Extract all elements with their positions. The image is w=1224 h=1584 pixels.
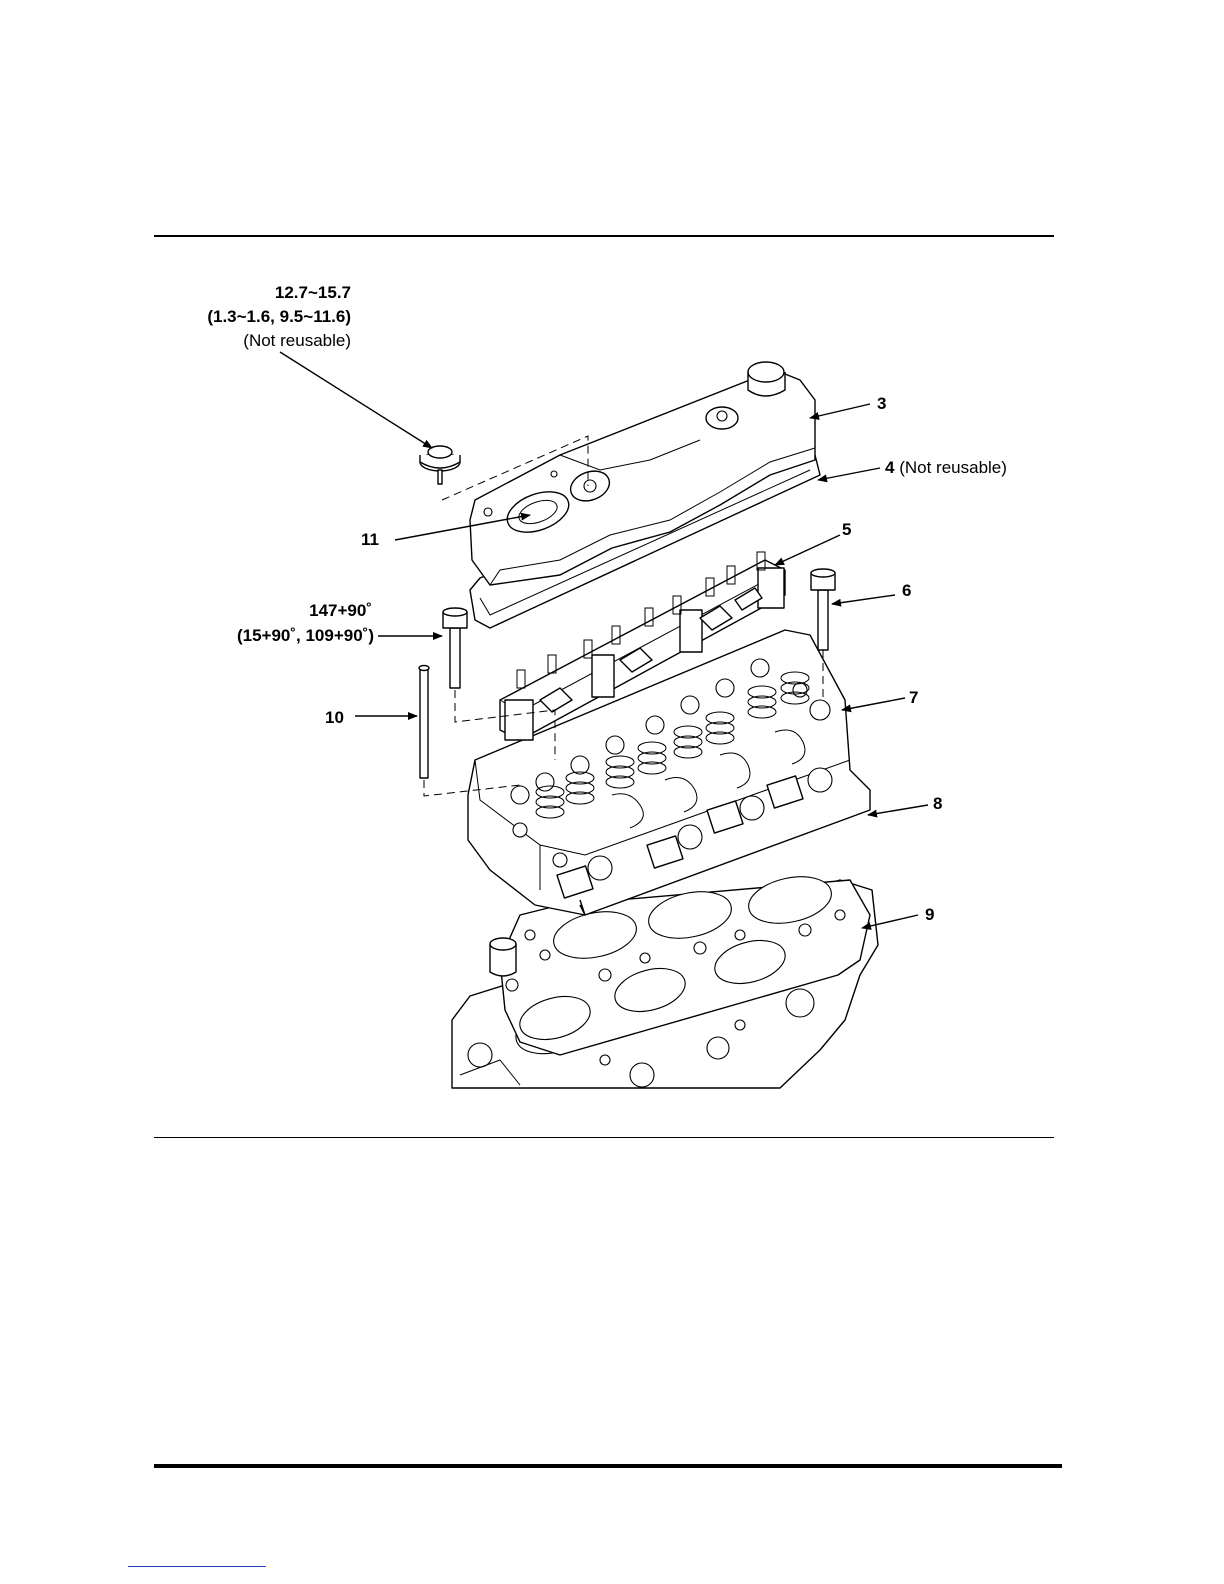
part-10-label: 10 [325, 708, 344, 728]
torque-bolt-main-label: 147+90˚ [309, 601, 372, 621]
head-bolt-left-drawing [443, 608, 467, 688]
part-4-number: 4 [885, 458, 894, 477]
part-6-label: 6 [902, 581, 911, 601]
part-11-label: 11 [361, 530, 379, 550]
torque-bolt-units-label: (15+90˚, 109+90˚) [237, 626, 374, 646]
part-5-label: 5 [842, 520, 851, 540]
cylinder-head-drawing [468, 630, 870, 915]
torque-cover-units-label: (1.3~1.6, 9.5~11.6) [207, 307, 351, 327]
part-4-note: (Not reusable) [899, 458, 1007, 477]
part-3-label: 3 [877, 394, 886, 414]
cover-bolt-drawing [420, 446, 460, 484]
torque-cover-note-label: (Not reusable) [243, 331, 351, 351]
head-bolt-right-drawing [811, 569, 835, 650]
part-4-label: 4 (Not reusable) [885, 458, 1007, 478]
part-8-label: 8 [933, 794, 942, 814]
part-7-label: 7 [909, 688, 918, 708]
part-9-label: 9 [925, 905, 934, 925]
push-rod-drawing [419, 666, 429, 779]
dowel-pin-drawing [490, 938, 516, 976]
torque-cover-main-label: 12.7~15.7 [275, 283, 351, 303]
